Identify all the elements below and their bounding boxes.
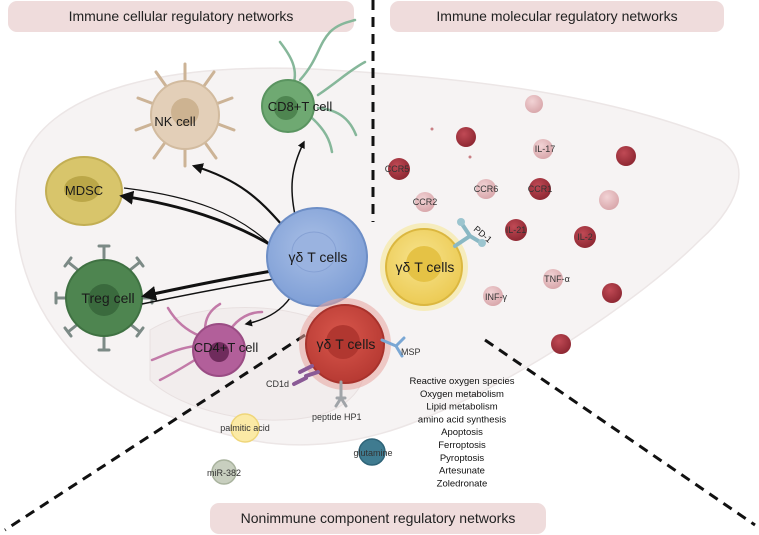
ball-infg: INF-γ bbox=[483, 286, 507, 306]
mdsc-cell-label: MDSC bbox=[65, 183, 103, 198]
glutamine: glutamine bbox=[353, 438, 393, 466]
nk-cell: NK cell bbox=[134, 62, 236, 168]
hp1-label: peptide HP1 bbox=[312, 412, 362, 422]
process-item: Lipid metabolism bbox=[426, 402, 497, 413]
cd4-cell-label: CD4+T cell bbox=[194, 340, 259, 355]
gd-t-cell-blue: γδ T cells bbox=[266, 207, 368, 307]
arrow-to-mdsc bbox=[119, 190, 277, 250]
process-item: Zoledronate bbox=[437, 478, 488, 489]
process-item: Reactive oxygen species bbox=[409, 376, 514, 387]
svg-text:CCR6: CCR6 bbox=[474, 184, 499, 194]
arrow-from-treg bbox=[141, 275, 282, 305]
process-item: Artesunate bbox=[439, 466, 485, 477]
msp-receptor bbox=[380, 336, 406, 358]
cd8-cell-label: CD8+T cell bbox=[268, 99, 333, 114]
header-cellular: Immune cellular regulatory networks bbox=[8, 1, 354, 32]
divider-right-diagonal bbox=[484, 338, 756, 527]
treg-cell: Treg cell bbox=[54, 244, 154, 352]
header-cellular-pill bbox=[8, 1, 354, 32]
mdsc-cell: MDSC bbox=[45, 156, 123, 226]
arrow-to-nk bbox=[191, 163, 283, 226]
gd-t-cell-yellow-label: γδ T cells bbox=[396, 259, 455, 275]
pd1-receptor bbox=[453, 218, 486, 248]
ball-ccr2: CCR2 bbox=[413, 192, 438, 212]
header-nonimmune-text: Nonimmune component regulatory networks bbox=[241, 510, 516, 526]
svg-text:IL-2: IL-2 bbox=[577, 232, 593, 242]
process-item: Oxygen metabolism bbox=[420, 389, 504, 400]
gd-t-cell-red: γδ T cells MSP CD1d peptide HP1 bbox=[266, 298, 421, 422]
svg-text:CCR5: CCR5 bbox=[385, 164, 410, 174]
svg-text:INF-γ: INF-γ bbox=[485, 292, 507, 302]
interaction-arrows bbox=[119, 140, 305, 327]
header-molecular-text: Immune molecular regulatory networks bbox=[436, 8, 677, 24]
svg-text:TNF-α: TNF-α bbox=[544, 274, 570, 284]
header-nonimmune: Nonimmune component regulatory networks bbox=[210, 503, 546, 534]
header-molecular-pill bbox=[390, 1, 724, 32]
arrow-to-cd8 bbox=[291, 140, 305, 216]
liver-silhouette bbox=[14, 67, 740, 446]
ball-il17: IL-17 bbox=[533, 139, 555, 159]
arrow-to-cd4 bbox=[244, 297, 291, 327]
gd-t-cell-red-label: γδ T cells bbox=[317, 336, 376, 352]
header-molecular: Immune molecular regulatory networks bbox=[390, 1, 724, 32]
svg-text:miR-382: miR-382 bbox=[207, 468, 241, 478]
ball-ccr1: CCR1 bbox=[528, 178, 553, 200]
cd4-cell: CD4+T cell bbox=[150, 302, 264, 382]
divider-left-diagonal bbox=[4, 333, 306, 532]
ball-il21: IL-21 bbox=[505, 219, 527, 241]
nk-cell-label: NK cell bbox=[154, 114, 195, 129]
process-item: amino acid synthesis bbox=[418, 414, 506, 425]
svg-text:CCR2: CCR2 bbox=[413, 197, 438, 207]
arrow-to-treg bbox=[141, 268, 279, 301]
header-nonimmune-pill bbox=[210, 503, 546, 534]
svg-text:IL-21: IL-21 bbox=[506, 225, 527, 235]
msp-label: MSP bbox=[401, 347, 421, 357]
svg-text:IL-17: IL-17 bbox=[535, 144, 556, 154]
cd8-cell: CD8+T cell bbox=[261, 18, 367, 154]
mir-382: miR-382 bbox=[207, 459, 241, 485]
hp1-receptor bbox=[334, 380, 348, 408]
ball-il2: IL-2 bbox=[574, 226, 596, 248]
svg-text:glutamine: glutamine bbox=[353, 448, 392, 458]
cd1d-label: CD1d bbox=[266, 379, 289, 389]
ball-tnfa: TNF-α bbox=[543, 269, 570, 289]
process-item: Apoptosis bbox=[441, 427, 483, 438]
palmitic-acid: palmitic acid bbox=[220, 413, 270, 443]
nonimmune-components: palmitic acid miR-382 glutamine bbox=[207, 413, 393, 485]
treg-cell-label: Treg cell bbox=[81, 290, 134, 306]
molecule-balls: CCR5 CCR2 CCR6 CCR1 IL-17 IL-21 IL-2 TNF… bbox=[385, 139, 596, 306]
ball-ccr5: CCR5 bbox=[385, 158, 410, 180]
svg-text:palmitic acid: palmitic acid bbox=[220, 423, 270, 433]
ball-ccr6: CCR6 bbox=[474, 179, 499, 199]
cd1d-receptor bbox=[292, 364, 320, 386]
arrow-from-mdsc bbox=[123, 187, 279, 253]
process-item: Pyroptosis bbox=[440, 453, 485, 464]
process-item: Ferroptosis bbox=[438, 440, 486, 451]
header-cellular-text: Immune cellular regulatory networks bbox=[69, 8, 294, 24]
gd-t-cell-yellow: γδ T cells PD-1 bbox=[380, 218, 494, 311]
svg-text:CCR1: CCR1 bbox=[528, 184, 553, 194]
decorative-balls bbox=[430, 95, 636, 354]
gd-t-cell-blue-label: γδ T cells bbox=[289, 249, 348, 265]
